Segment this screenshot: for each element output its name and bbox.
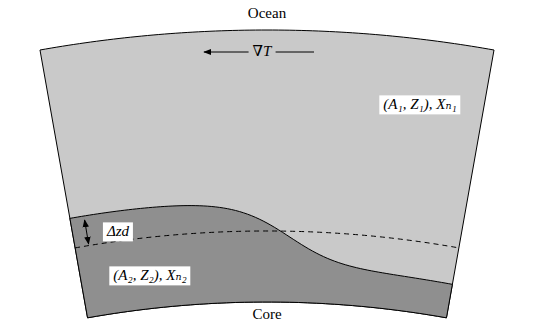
region-name: Core bbox=[248, 306, 285, 325]
text-holder: (A₁, Z₁), Xₙ₁ bbox=[379, 95, 460, 114]
text-holder: (A₂, Z₂), Xₙ₂ bbox=[109, 266, 190, 285]
layer-shape bbox=[40, 30, 494, 318]
text-holder: Ocean bbox=[244, 4, 290, 23]
text-holder: Δzd bbox=[103, 222, 133, 241]
layer-shape bbox=[70, 206, 452, 318]
dimension-label: Δzd bbox=[103, 222, 133, 241]
gradient-symbol: ∇T bbox=[249, 42, 276, 61]
region-name: Ocean bbox=[244, 4, 290, 23]
depth-offset-arrow bbox=[85, 220, 89, 244]
text-holder: ∇T bbox=[249, 42, 276, 61]
temperature-gradient-arrow bbox=[204, 52, 314, 53]
composition-label: (A₁, Z₁), Xₙ₁ bbox=[379, 95, 460, 114]
composition-label: (A₂, Z₂), Xₙ₂ bbox=[109, 266, 190, 285]
text-holder: Core bbox=[248, 306, 285, 325]
